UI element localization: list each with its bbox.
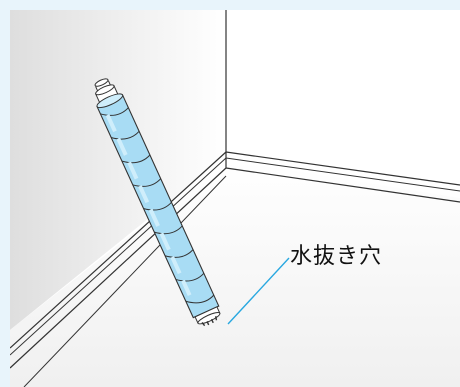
left-baseboard-mid [10,157,227,356]
left-wall [10,10,226,330]
right-baseboard-top [225,151,460,186]
right-baseboard-mid [225,157,460,192]
drain-hole-label: 水抜き穴 [290,244,383,269]
illustration-panel [10,10,460,387]
right-baseboard-bottom [225,167,460,203]
left-baseboard-top [10,151,227,349]
floor [10,160,460,387]
filter-cylinder [94,78,221,327]
callout-line [227,257,290,325]
corner-illustration [10,10,460,387]
left-baseboard-bottom [10,167,227,369]
floor-edge-line [23,175,227,387]
